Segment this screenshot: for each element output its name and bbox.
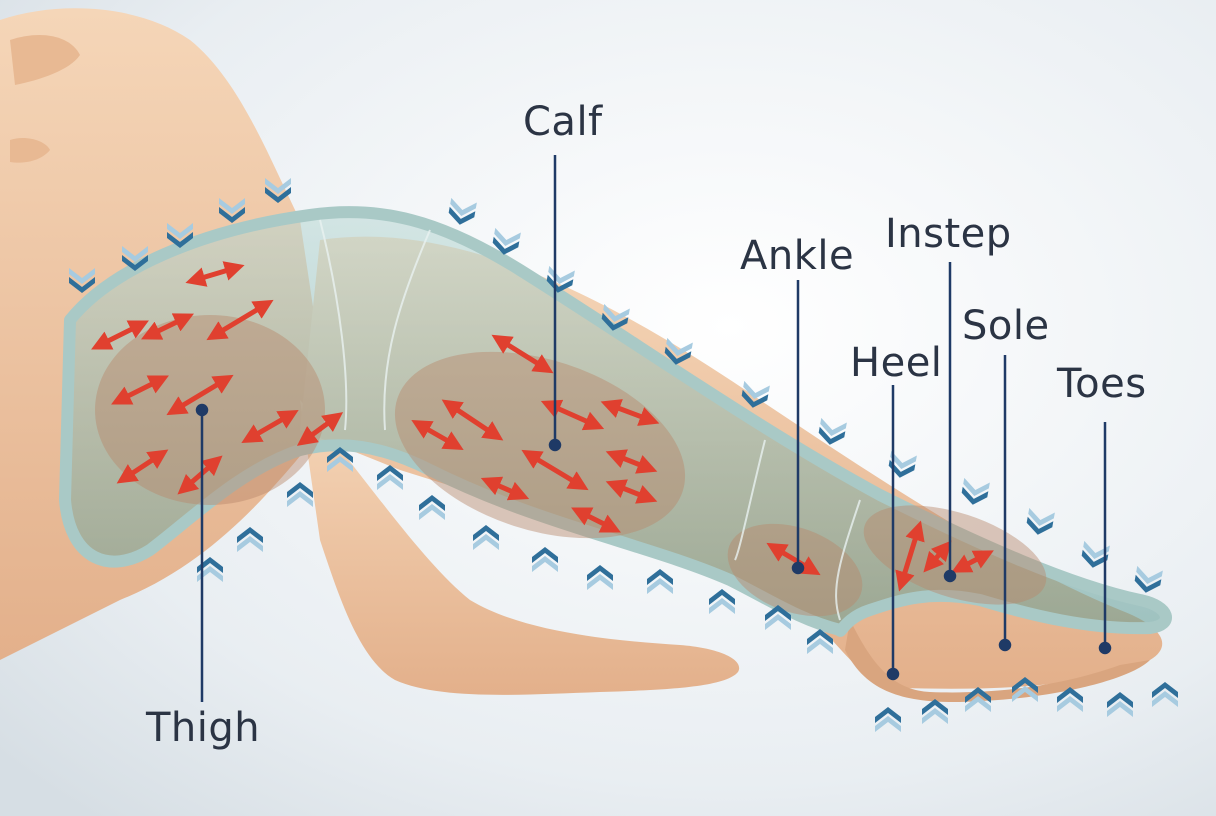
thigh-marker-dot [197,405,207,415]
calf-label: Calf [523,102,603,142]
instep-label: Instep [885,214,1012,254]
toes-marker-dot [1100,643,1110,653]
sole-marker-dot [1000,640,1010,650]
heel-marker-dot [888,669,898,679]
calf-marker-dot [550,440,560,450]
heel-label: Heel [850,343,942,383]
instep-marker-dot [945,571,955,581]
toes-label: Toes [1057,364,1147,404]
ankle-marker-dot [793,563,803,573]
sole-label: Sole [962,306,1050,346]
thigh-label: Thigh [146,708,260,748]
ankle-label: Ankle [740,236,854,276]
